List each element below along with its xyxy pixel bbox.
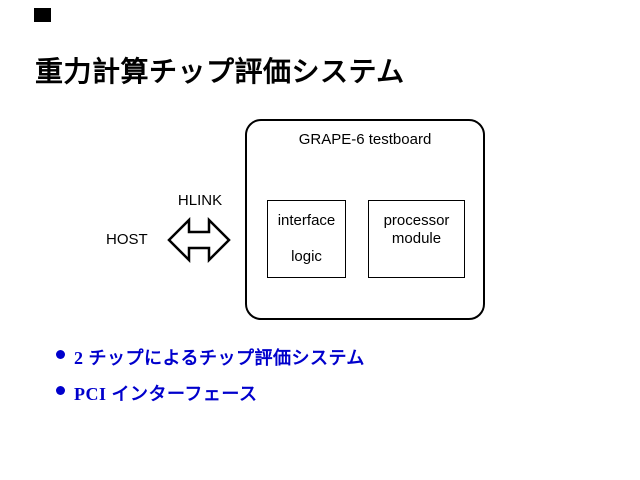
bullet-item: PCI インターフェース bbox=[56, 380, 258, 406]
bullet-text: PCI インターフェース bbox=[74, 384, 258, 404]
interface-logic-box: interface logic bbox=[267, 200, 346, 278]
host-label: HOST bbox=[106, 231, 148, 248]
processor-box-line1: processor bbox=[383, 212, 450, 229]
bullet-text: 2 チップによるチップ評価システム bbox=[74, 348, 365, 368]
slide-title: 重力計算チップ評価システム bbox=[35, 56, 405, 87]
bidirectional-arrow-icon bbox=[167, 216, 231, 264]
processor-module-box: processor module bbox=[368, 200, 465, 278]
interface-box-line1: interface bbox=[277, 212, 336, 229]
bullet-dot-icon bbox=[56, 386, 65, 395]
slide-marker-square-icon bbox=[34, 8, 51, 22]
hlink-label: HLINK bbox=[177, 192, 223, 209]
interface-box-line2: logic bbox=[291, 248, 322, 265]
board-title: GRAPE-6 testboard bbox=[298, 131, 432, 148]
processor-box-line2: module bbox=[391, 230, 442, 247]
bullet-dot-icon bbox=[56, 350, 65, 359]
bullet-item: 2 チップによるチップ評価システム bbox=[56, 344, 365, 370]
